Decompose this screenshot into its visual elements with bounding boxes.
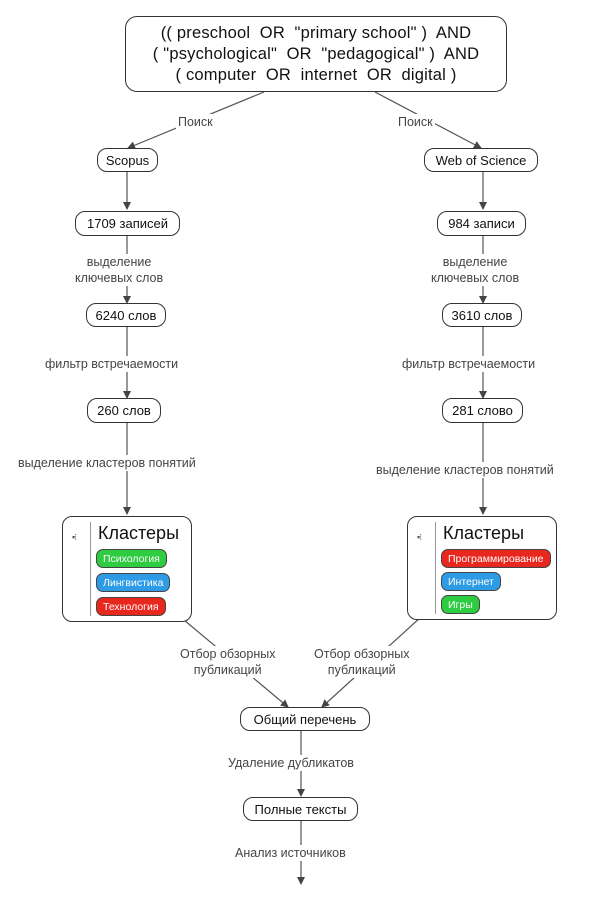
edge-label-review-left: Отбор обзорных публикаций [178,646,278,678]
clusters-panel-right: ▪⁝ Кластеры Программирование Интернет Иг… [407,516,557,620]
edge-label-filter-left: фильтр встречаемости [43,356,181,372]
node-records-left: 1709 записей [75,211,180,236]
query-line-1: (( preschool OR "primary school" ) AND [160,23,472,42]
edge-label-search-left: Поиск [176,114,215,130]
node-scopus: Scopus [97,148,158,172]
cluster-tag-linguistics: Лингвистика [96,573,171,592]
topic-icon: ▪⁝ [417,532,422,542]
panel-divider [435,522,436,614]
query-line-2: ( "psychological" OR "pedagogical" ) AND [152,44,480,63]
edge-label-dedup: Удаление дубликатов [226,755,356,771]
node-web-of-science: Web of Science [424,148,538,172]
node-filtered-left: 260 слов [87,398,161,423]
node-common-list: Общий перечень [240,707,370,731]
edge-label-filter-right: фильтр встречаемости [400,356,538,372]
edge-label-extract-left: выделение ключевых слов [73,254,166,286]
cluster-tag-games: Игры [441,595,480,614]
cluster-tag-psychology: Психология [96,549,167,568]
search-query-node: (( preschool OR "primary school" ) AND (… [125,16,507,92]
edge-label-cluster-right: выделение кластеров понятий [374,462,556,478]
edge-label-cluster-left: выделение кластеров понятий [16,455,198,471]
clusters-panel-left: ▪⁝ Кластеры Психология Лингвистика Техно… [62,516,192,622]
edge-label-analysis: Анализ источников [233,845,348,861]
node-records-right: 984 записи [437,211,526,236]
clusters-title-left: Кластеры [98,523,179,543]
cluster-tag-programming: Программирование [441,549,551,568]
cluster-tag-technology: Технология [96,597,166,616]
edge-label-review-right: Отбор обзорных публикаций [312,646,412,678]
node-words-left: 6240 слов [86,303,166,327]
clusters-title-right: Кластеры [443,523,524,543]
node-filtered-right: 281 слово [442,398,523,423]
edge-label-extract-right: выделение ключевых слов [429,254,522,286]
query-line-3: ( computer OR internet OR digital ) [175,65,457,84]
panel-divider [90,522,91,616]
node-words-right: 3610 слов [442,303,522,327]
cluster-tag-internet: Интернет [441,572,501,591]
node-full-texts: Полные тексты [243,797,358,821]
topic-icon: ▪⁝ [72,532,77,542]
edge-label-search-right: Поиск [396,114,435,130]
